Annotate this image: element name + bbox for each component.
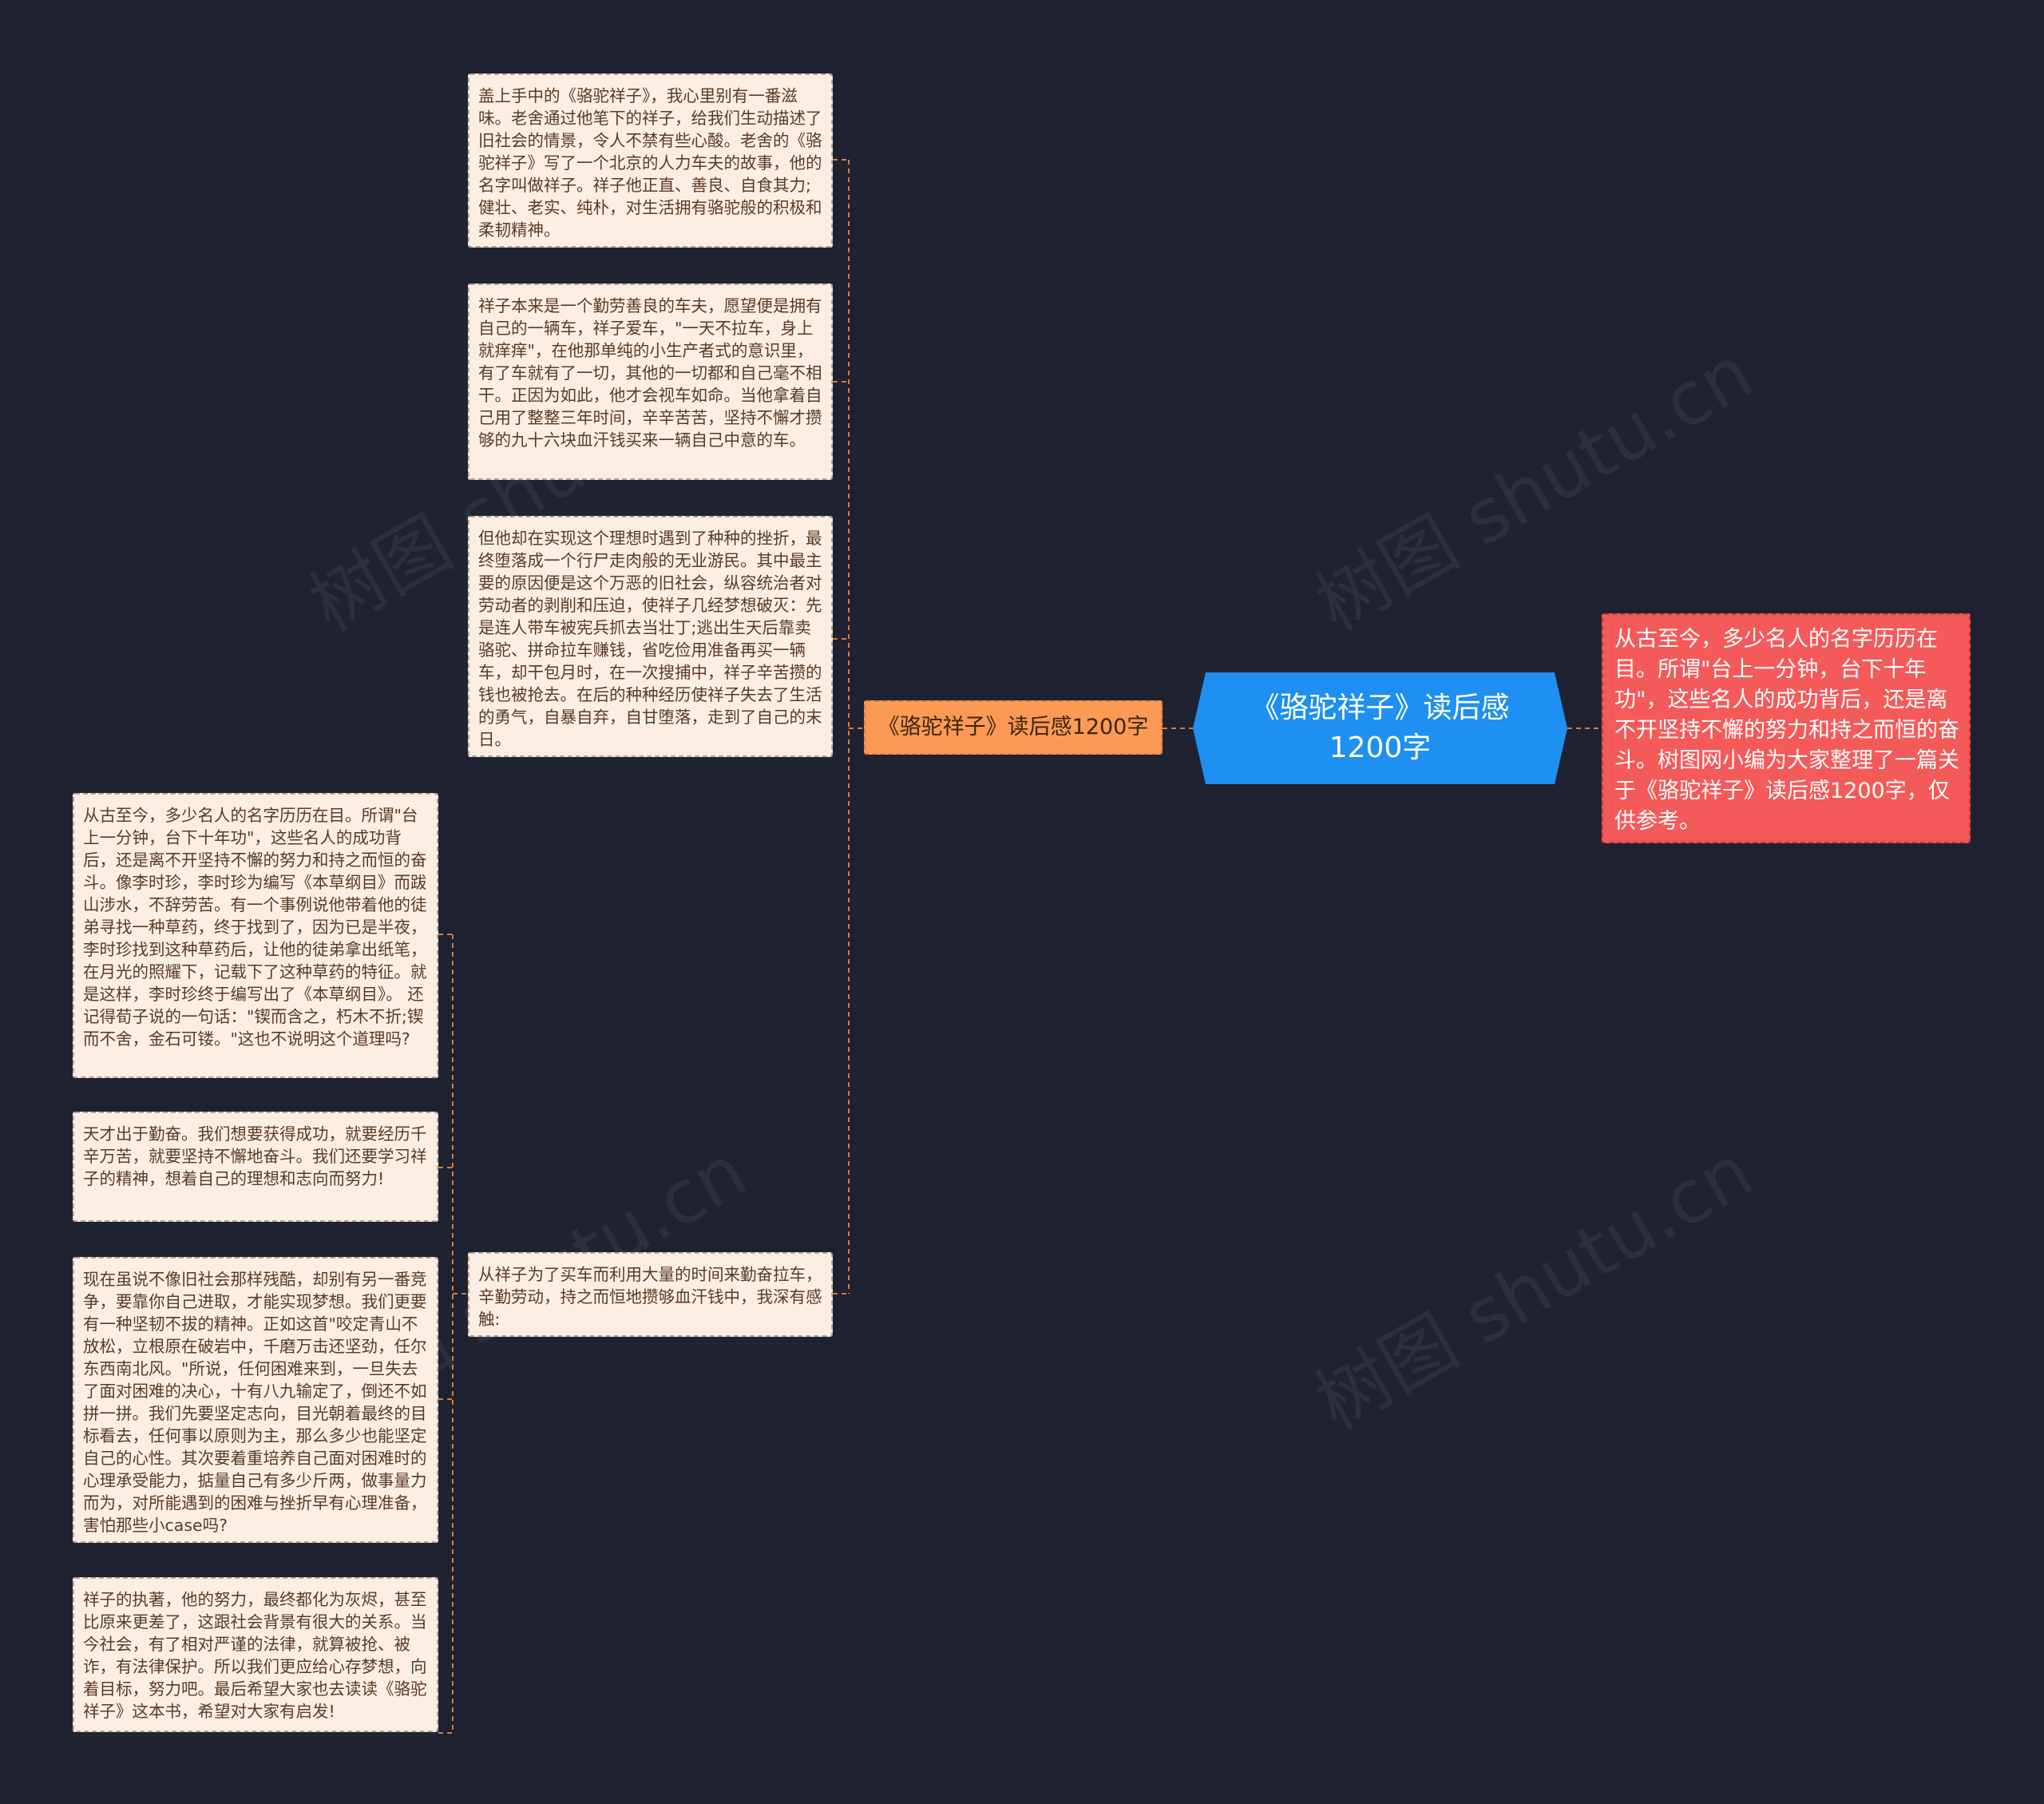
note-upper-3[interactable]: 但他却在实现这个理想时遇到了种种的挫折，最终堕落成一个行尸走肉般的无业游民。其中… (468, 516, 833, 757)
note-lower-2[interactable]: 天才出于勤奋。我们想要获得成功，就要经历千辛万苦，就要坚持不懈地奋斗。我们还要学… (73, 1112, 438, 1222)
note-text: 从祥子为了买车而利用大量的时间来勤奋拉车，辛勤劳动，持之而恒地攒够血汗钱中，我深… (478, 1265, 822, 1329)
note-text: 但他却在实现这个理想时遇到了种种的挫折，最终堕落成一个行尸走肉般的无业游民。其中… (478, 529, 822, 749)
note-lower-3[interactable]: 现在虽说不像旧社会那样残酷，却别有另一番竞争，要靠你自己进取，才能实现梦想。我们… (73, 1257, 438, 1543)
note-bridge[interactable]: 从祥子为了买车而利用大量的时间来勤奋拉车，辛勤劳动，持之而恒地攒够血汗钱中，我深… (468, 1252, 833, 1337)
branch-label: 《骆驼祥子》读后感1200字 (877, 715, 1149, 739)
note-lower-4[interactable]: 祥子的执著，他的努力，最终都化为灰烬，甚至比原来更差了，这跟社会背景有很大的关系… (73, 1577, 438, 1732)
summary-node[interactable]: 从古至今，多少名人的名字历历在目。所谓"台上一分钟，台下十年功"，这些名人的成功… (1602, 613, 1971, 843)
note-text: 祥子本来是一个勤劳善良的车夫，愿望便是拥有自己的一辆车，祥子爱车，"一天不拉车，… (478, 296, 822, 450)
summary-text: 从古至今，多少名人的名字历历在目。所谓"台上一分钟，台下十年功"，这些名人的成功… (1614, 627, 1959, 834)
branch-node[interactable]: 《骆驼祥子》读后感1200字 (864, 700, 1163, 755)
note-upper-2[interactable]: 祥子本来是一个勤劳善良的车夫，愿望便是拥有自己的一辆车，祥子爱车，"一天不拉车，… (468, 283, 833, 480)
note-lower-1[interactable]: 从古至今，多少名人的名字历历在目。所谓"台上一分钟，台下十年功"，这些名人的成功… (73, 793, 438, 1078)
note-upper-1[interactable]: 盖上手中的《骆驼祥子》，我心里别有一番滋味。老舍通过他笔下的祥子，给我们生动描述… (468, 73, 833, 248)
note-text: 天才出于勤奋。我们想要获得成功，就要经历千辛万苦，就要坚持不懈地奋斗。我们还要学… (83, 1124, 427, 1188)
note-text: 从古至今，多少名人的名字历历在目。所谓"台上一分钟，台下十年功"，这些名人的成功… (83, 806, 427, 1049)
note-text: 现在虽说不像旧社会那样残酷，却别有另一番竞争，要靠你自己进取，才能实现梦想。我们… (83, 1270, 427, 1535)
note-text: 祥子的执著，他的努力，最终都化为灰烬，甚至比原来更差了，这跟社会背景有很大的关系… (83, 1590, 427, 1721)
root-title: 《骆驼祥子》读后感1200字 (1250, 692, 1510, 764)
root-topic[interactable]: 《骆驼祥子》读后感1200字 (1193, 672, 1567, 784)
note-text: 盖上手中的《骆驼祥子》，我心里别有一番滋味。老舍通过他笔下的祥子，给我们生动描述… (478, 86, 822, 240)
